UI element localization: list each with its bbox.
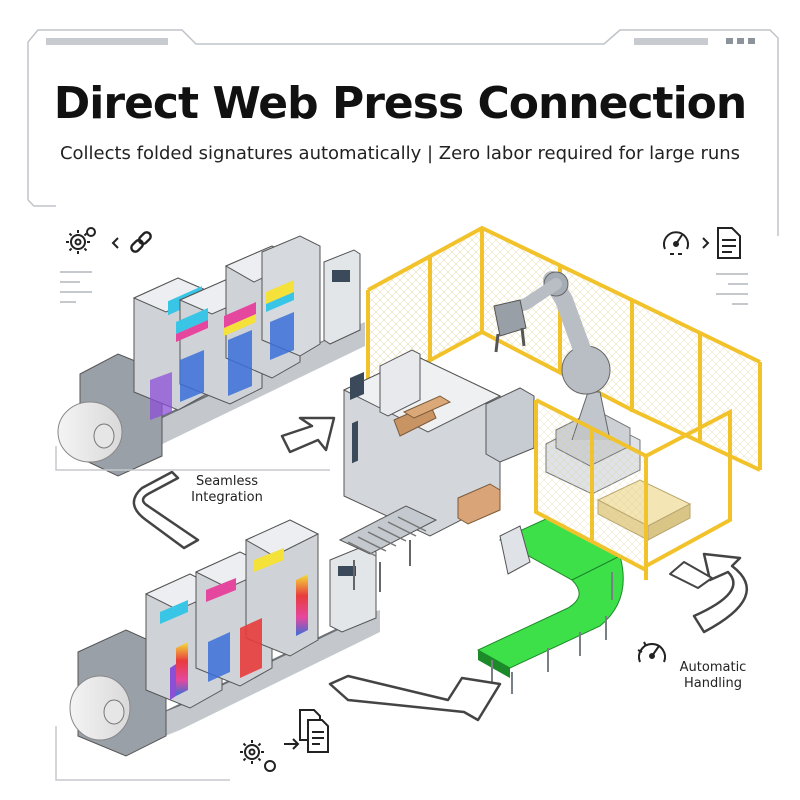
chevron-left-icon [111,237,119,249]
frame-dots [726,38,755,44]
printing-press-lower [69,519,380,757]
label-seamless-integration: Seamless Integration [182,474,272,506]
gears-icon [240,740,276,772]
label-integration: Integration [191,490,263,505]
side-lines-right [716,273,748,305]
cage-front-mesh [536,400,646,570]
roller-conveyor [338,505,438,592]
gauge-icon [637,641,666,663]
label-automatic-handling: Automatic Handling [670,660,756,692]
page-title: Direct Web Press Connection [53,78,747,129]
gears-icon [66,227,96,254]
stacker-machine [342,349,535,537]
frame-tab-left [46,38,168,45]
header-frame [27,29,779,236]
arrow-lower-right [328,674,502,722]
page-subtitle: Collects folded signatures automatically… [59,143,741,164]
arrow-right-icon [284,738,300,750]
label-seamless: Seamless [195,474,259,489]
label-automatic: Automatic [679,660,747,675]
gauge-icon [663,231,689,255]
floor-outline-lower [55,726,230,781]
printing-press-upper [57,235,365,477]
documents-icon [299,709,329,753]
arrow-bend-left [132,470,200,550]
label-handling: Handling [684,676,742,691]
document-icon [717,227,741,259]
chevron-right-icon [702,237,710,249]
chain-link-icon [130,231,152,253]
arrow-up-right [280,416,336,454]
floor-outline [55,446,330,471]
frame-tab-right [634,38,708,45]
arrow-curve-up [669,552,749,634]
side-lines-left [60,271,92,303]
